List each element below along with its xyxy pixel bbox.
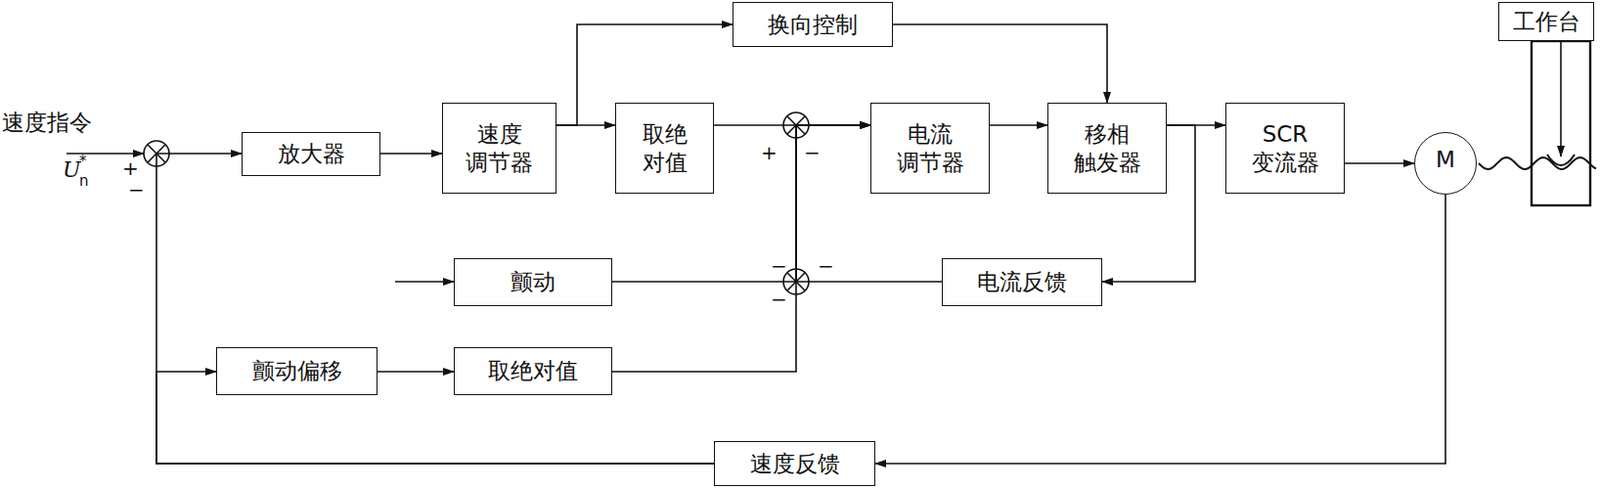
- speed-regulator-box: 速度 调节器: [442, 102, 557, 194]
- absolute-value-box: 取绝 对值: [615, 102, 714, 194]
- signal-name: 速度指令: [1, 111, 92, 134]
- node-text: 电流 调节器: [890, 120, 970, 178]
- node-text: 工作台: [1512, 7, 1581, 37]
- node-text: 移相 触发器: [1067, 120, 1147, 178]
- signal-superscript: *: [79, 154, 88, 170]
- signal-subscript: n: [79, 174, 89, 189]
- signal-symbol: U: [62, 159, 82, 181]
- scr-converter-box: SCR 变流器: [1225, 102, 1345, 194]
- absolute-value-box: 取绝对值: [453, 347, 613, 396]
- sign-mark: +: [760, 142, 778, 163]
- node-text: 速度反馈: [750, 449, 841, 479]
- signal-connector: [377, 370, 454, 373]
- reversing-control-box: 换向控制: [732, 1, 893, 47]
- current-regulator-box: 电流 调节器: [870, 102, 990, 194]
- speed-feedback-box: 速度反馈: [713, 441, 876, 487]
- node-text: SCR 变流器: [1245, 120, 1325, 178]
- phase-shift-trigger-box: 移相 触发器: [1047, 102, 1167, 194]
- motor-circle: M: [1414, 132, 1477, 195]
- signal-connector: [380, 152, 443, 155]
- sign-mark: −: [128, 179, 145, 200]
- node-text: 颤动偏移: [252, 356, 343, 386]
- sign-mark: −: [770, 289, 788, 310]
- signal-connector: [1344, 162, 1415, 165]
- sign-mark: −: [770, 256, 788, 276]
- amplifier-box: 放大器: [241, 132, 381, 177]
- lead-screw: [1478, 157, 1597, 170]
- node-text: 取绝对值: [488, 356, 578, 386]
- node-text: 取绝 对值: [635, 120, 695, 178]
- signal-connector: [875, 194, 1446, 464]
- node-text: 电流反馈: [977, 267, 1067, 297]
- dither-box: 颤动: [453, 258, 613, 307]
- signal-connector: [892, 24, 1108, 103]
- sign-mark: −: [803, 142, 821, 163]
- node-text: 放大器: [277, 139, 346, 169]
- signal-connector: [989, 124, 1048, 127]
- sign-mark: +: [122, 158, 139, 178]
- node-text: M: [1435, 145, 1456, 182]
- input-line: [66, 152, 144, 155]
- node-text: 换向控制: [767, 10, 858, 40]
- current-feedback-box: 电流反馈: [941, 258, 1103, 307]
- node-text: 速度 调节器: [460, 120, 539, 178]
- workbench-body: [1531, 41, 1591, 206]
- signal-connector: [156, 153, 714, 464]
- nut-link: [1559, 41, 1562, 157]
- sign-mark: −: [817, 256, 835, 276]
- node-text: 颤动: [510, 267, 556, 297]
- input-line: [395, 280, 454, 283]
- dither-offset-box: 颤动偏移: [216, 347, 378, 396]
- workbench-label-box: 工作台: [1498, 1, 1595, 42]
